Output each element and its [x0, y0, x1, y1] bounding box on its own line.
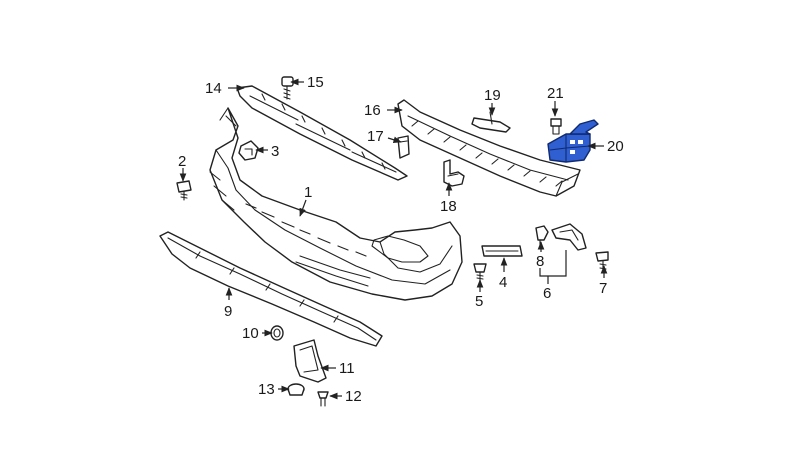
callout-16: 16: [364, 102, 381, 119]
part-1-bumper-cover[interactable]: [209, 107, 463, 301]
callout-12: 12: [345, 388, 362, 405]
part-15-screw[interactable]: [281, 76, 294, 100]
callout-9: 9: [224, 303, 232, 320]
part-4-reflector[interactable]: [481, 245, 523, 257]
part-2-bolt[interactable]: [176, 180, 192, 201]
part-8-clip[interactable]: [535, 225, 549, 249]
callout-6: 6: [543, 285, 551, 302]
callout-5: 5: [475, 293, 483, 310]
callout-3: 3: [271, 143, 279, 160]
part-21-bolt[interactable]: [550, 118, 562, 135]
part-3-clip[interactable]: [238, 140, 259, 161]
callout-11: 11: [339, 360, 355, 377]
callout-7: 7: [599, 280, 607, 297]
part-18-bracket[interactable]: [443, 159, 465, 187]
part-20-highlighted-bracket[interactable]: [547, 119, 599, 163]
part-10-cap[interactable]: [270, 325, 284, 341]
part-11-bracket[interactable]: [293, 339, 327, 383]
callout-14: 14: [205, 80, 222, 97]
callout-8: 8: [536, 253, 544, 270]
callout-13: 13: [258, 381, 275, 398]
part-19-bracket[interactable]: [471, 111, 511, 133]
callout-18: 18: [440, 198, 457, 215]
part-6-bracket[interactable]: [551, 223, 587, 251]
callout-labels: 1 2 3 4 5 6 7 8 9 10 11 12 13 14 15 16 1…: [178, 74, 624, 405]
callout-21: 21: [547, 85, 564, 102]
callout-17: 17: [367, 128, 384, 145]
part-7-bolt[interactable]: [595, 251, 609, 273]
callout-19: 19: [484, 87, 501, 104]
callout-2: 2: [178, 153, 186, 170]
callout-15: 15: [307, 74, 324, 91]
part-12-push-clip[interactable]: [317, 391, 329, 407]
callout-4: 4: [499, 274, 507, 291]
part-17-bracket[interactable]: [397, 135, 410, 159]
part-14-trim-strip[interactable]: [236, 85, 408, 181]
part-5-screw[interactable]: [473, 263, 487, 283]
callout-1: 1: [304, 184, 312, 201]
part-9-lower-valance[interactable]: [159, 231, 383, 347]
callout-10: 10: [242, 325, 259, 342]
leader-lines: [179, 78, 608, 400]
part-13-grommet[interactable]: [287, 383, 305, 396]
part-16-reinforcement[interactable]: [397, 99, 581, 197]
callout-20: 20: [607, 138, 624, 155]
